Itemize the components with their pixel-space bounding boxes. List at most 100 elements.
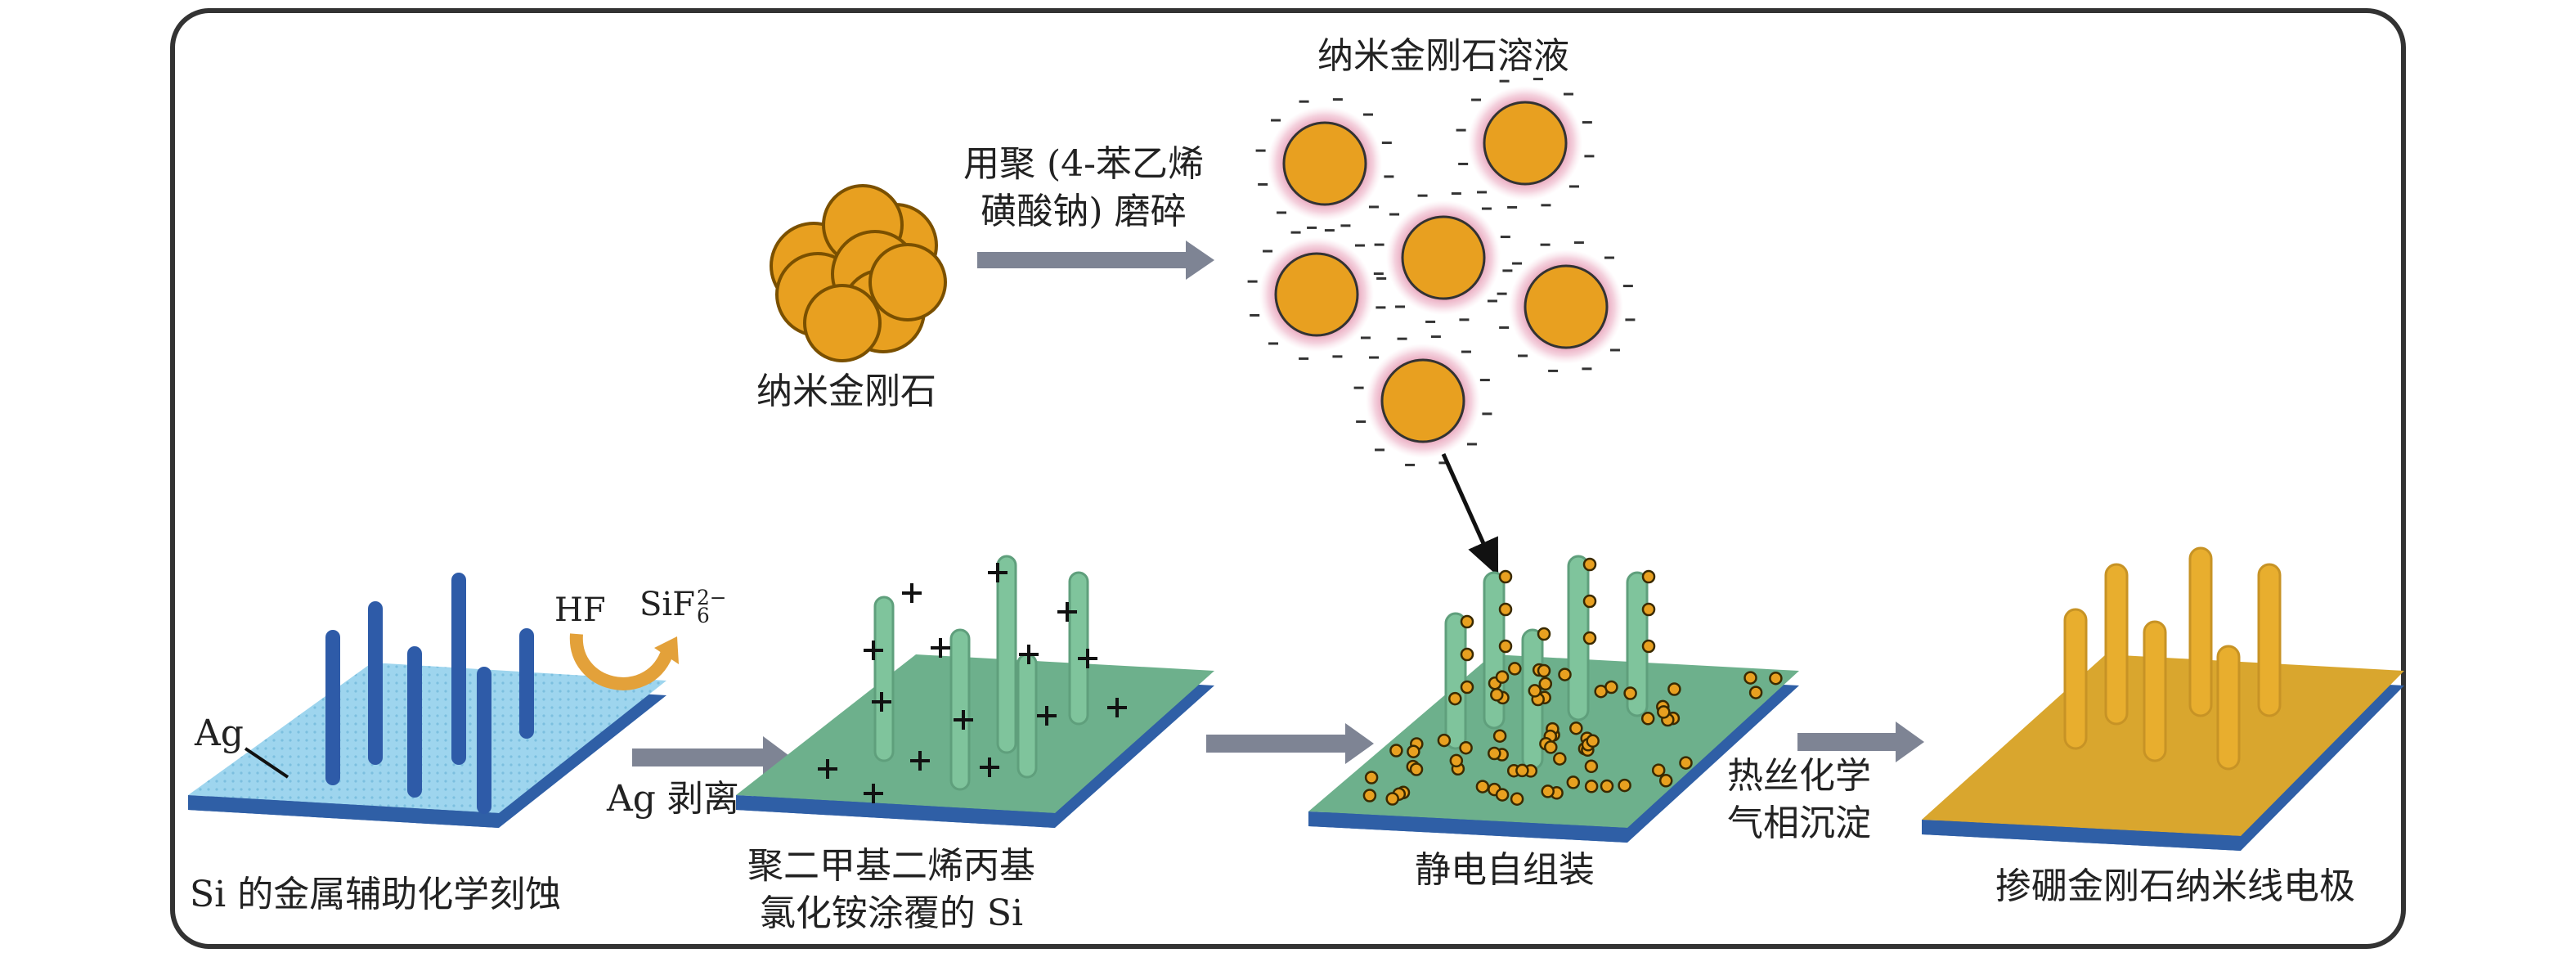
arrow-step3-to-step4 [1797,722,1924,762]
adsorbed-particle [1566,775,1581,789]
label-nanodiamond-solution: 纳米金刚石溶液 [1317,35,1569,77]
label-hfcvd-line2: 气相沉淀 [1727,802,1871,845]
adsorbed-particle [1488,746,1501,761]
adsorbed-particle [1657,705,1671,719]
adsorbed-particle [1600,779,1614,793]
label-hfcvd-line1: 热丝化学 [1727,755,1871,797]
adsorbed-particle [1667,682,1681,696]
adsorbed-particle [1641,639,1656,654]
label-step1: Si 的金属辅助化学刻蚀 [190,874,562,915]
adsorbed-particle [1407,744,1420,758]
adsorbed-particle [1490,688,1504,702]
label-grinding: 用聚 (4-苯乙烯 磺酸钠) 磨碎 [963,141,1204,236]
adsorbed-particle [1475,780,1490,793]
nanodiamond-cluster [770,184,947,362]
nanodiamond-particle [1274,252,1359,337]
adsorbed-particle [1584,759,1599,774]
adsorbed-particle [1651,763,1666,777]
nanodiamond-particle [1282,121,1367,206]
adsorbed-particle [1558,668,1572,681]
adsorbed-particle [1538,677,1553,691]
adsorbed-particle [1544,740,1558,754]
adsorbed-particle [1409,762,1424,776]
adsorbed-particle [1495,670,1510,684]
adsorbed-particle [1389,744,1403,757]
label-hfcvd: 热丝化学 气相沉淀 [1727,753,1871,847]
adsorbed-particle [1679,756,1693,770]
adsorbed-particle [1584,780,1599,793]
arrow-step1-to-step2 [632,736,792,779]
coated-substrate [736,654,1214,828]
positive-charges [818,563,1127,803]
arrow-step2-to-step3 [1206,723,1374,764]
adsorbed-particle [1569,721,1583,735]
label-sif-base: SiF [640,586,695,623]
adsorbed-particle [1528,684,1542,698]
grinding-arrow [977,241,1214,280]
adsorbed-particle [1448,691,1462,706]
label-step2: 聚二甲基二烯丙基 氯化铵涂覆的 Si [747,843,1035,937]
nanodiamond-particle [1483,101,1568,186]
adsorbed-particle [1492,729,1507,743]
nanodiamond-particle [1380,358,1465,443]
adsorbed-particle [1541,784,1555,798]
adsorbed-particle [1744,671,1757,685]
adsorbed-particle [1362,789,1377,802]
si-substrate [188,663,666,828]
adsorbed-particle [1459,740,1473,755]
adsorbed-particle [1537,627,1551,641]
adsorbed-particle [1582,594,1597,609]
label-ag: Ag [195,713,244,754]
adsorbed-particle [1364,771,1379,784]
adsorbed-particle [1586,734,1600,748]
ag-pointer [244,747,289,779]
assembly-pointer-arrow [1441,452,1499,577]
adsorbed-particle [1460,680,1474,695]
adsorbed-particle [1769,671,1783,686]
adsorbed-particle [1515,763,1529,778]
adsorbed-particle [1641,602,1656,617]
label-grinding-line2: 磺酸钠) 磨碎 [981,191,1187,233]
adsorbed-particle [1510,792,1524,806]
adsorbed-particle [1495,788,1510,802]
label-grinding-line1: 用聚 (4-苯乙烯 [963,143,1205,185]
label-step2-line2: 氯化铵涂覆的 Si [759,892,1024,935]
adsorbed-particle [1498,639,1513,654]
adsorbed-particle [1553,752,1567,766]
adsorbed-particle [1618,778,1631,793]
adsorbed-particle [1498,602,1513,617]
nanodiamond-particle [1401,215,1486,300]
label-hf: HF [554,591,606,629]
adsorbed-particle [1641,569,1656,584]
hf-reaction-arrow [569,633,673,690]
label-ag-stripping: Ag 剥离 [607,778,739,820]
adsorbed-particle [1604,680,1618,695]
adsorbed-particle [1449,753,1464,768]
label-step2-line1: 聚二甲基二烯丙基 [747,845,1035,887]
label-sif-sub: 6 [696,604,710,627]
bdd-nanowires [2063,546,2282,771]
adsorbed-particle [1460,614,1474,629]
nanodiamond-particle [1524,264,1609,349]
si-nanowires [325,573,534,814]
adsorbed-particle [1640,712,1655,726]
label-step4: 掺硼金刚石纳米线电极 [1995,865,2355,907]
adsorbed-particle [1537,663,1551,678]
adsorbed-particle [1508,662,1522,676]
adsorbed-particle [1437,733,1452,748]
adsorbed-nanodiamonds [1362,557,1783,806]
adsorbed-particle [1498,569,1513,584]
adsorbed-particle [1460,647,1474,662]
adsorbed-particle [1582,631,1597,645]
adsorbed-particle [1658,774,1673,788]
label-step3: 静电自组装 [1415,849,1595,891]
adsorbed-particle [1748,686,1763,699]
label-nanodiamond: 纳米金刚石 [756,371,936,412]
adsorbed-particle [1385,792,1399,806]
adsorbed-particle [1582,557,1597,572]
label-sif-sup: 2− [696,585,727,609]
adsorbed-particle [1623,686,1637,700]
dispersed-nanodiamonds [1247,78,1636,466]
